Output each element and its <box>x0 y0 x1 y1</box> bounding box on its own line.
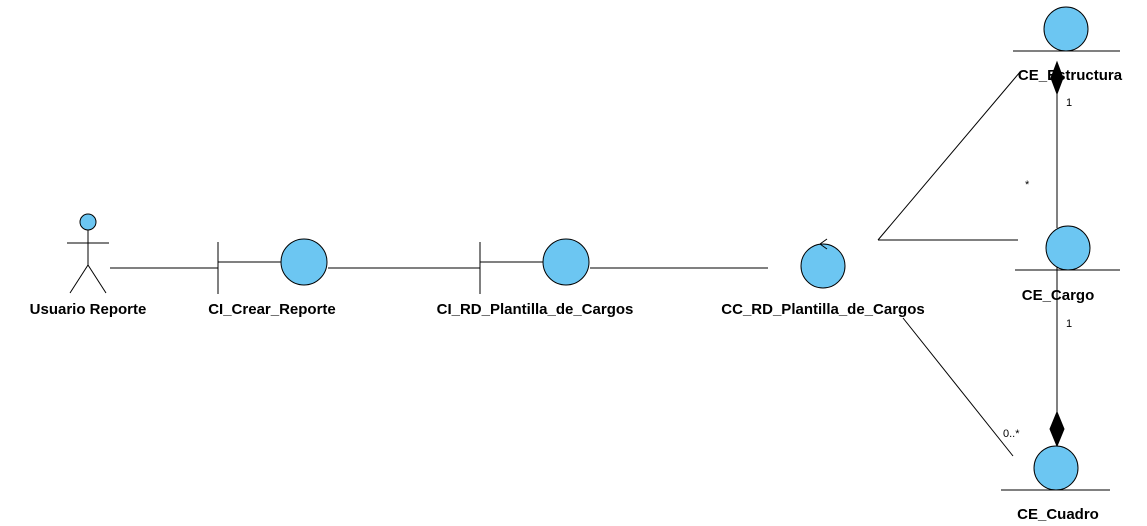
entity-label-cargo: CE_Cargo <box>1022 287 1095 304</box>
entity-icon[interactable] <box>1015 225 1120 271</box>
multiplicity-estructura: 1 <box>1066 97 1072 109</box>
link-cc-estructura <box>877 71 1021 241</box>
composition-diamond-estructura <box>1050 60 1064 96</box>
boundary-icon[interactable] <box>479 238 590 294</box>
entity-icon[interactable] <box>1013 6 1120 52</box>
entity-icon[interactable] <box>1001 445 1110 491</box>
entity-label-cuadro: CE_Cuadro <box>1017 506 1099 523</box>
control-icon[interactable] <box>800 238 846 289</box>
multiplicity-cargo-one: 1 <box>1066 318 1072 330</box>
entity-label-estructura: CE_Estructura <box>1018 67 1123 84</box>
actor-label: Usuario Reporte <box>30 301 147 318</box>
boundary-icon[interactable] <box>217 238 328 294</box>
multiplicity-cargo-star: * <box>1025 179 1030 191</box>
boundary-label-crear-reporte: CI_Crear_Reporte <box>208 301 336 318</box>
actor-icon[interactable] <box>67 213 109 294</box>
multiplicity-cuadro: 0..* <box>1003 428 1020 440</box>
composition-diamond-cuadro <box>1049 410 1065 448</box>
control-label: CC_RD_Plantilla_de_Cargos <box>721 301 924 318</box>
link-cc-cuadro <box>902 317 1014 457</box>
boundary-label-plantilla: CI_RD_Plantilla_de_Cargos <box>437 301 634 318</box>
